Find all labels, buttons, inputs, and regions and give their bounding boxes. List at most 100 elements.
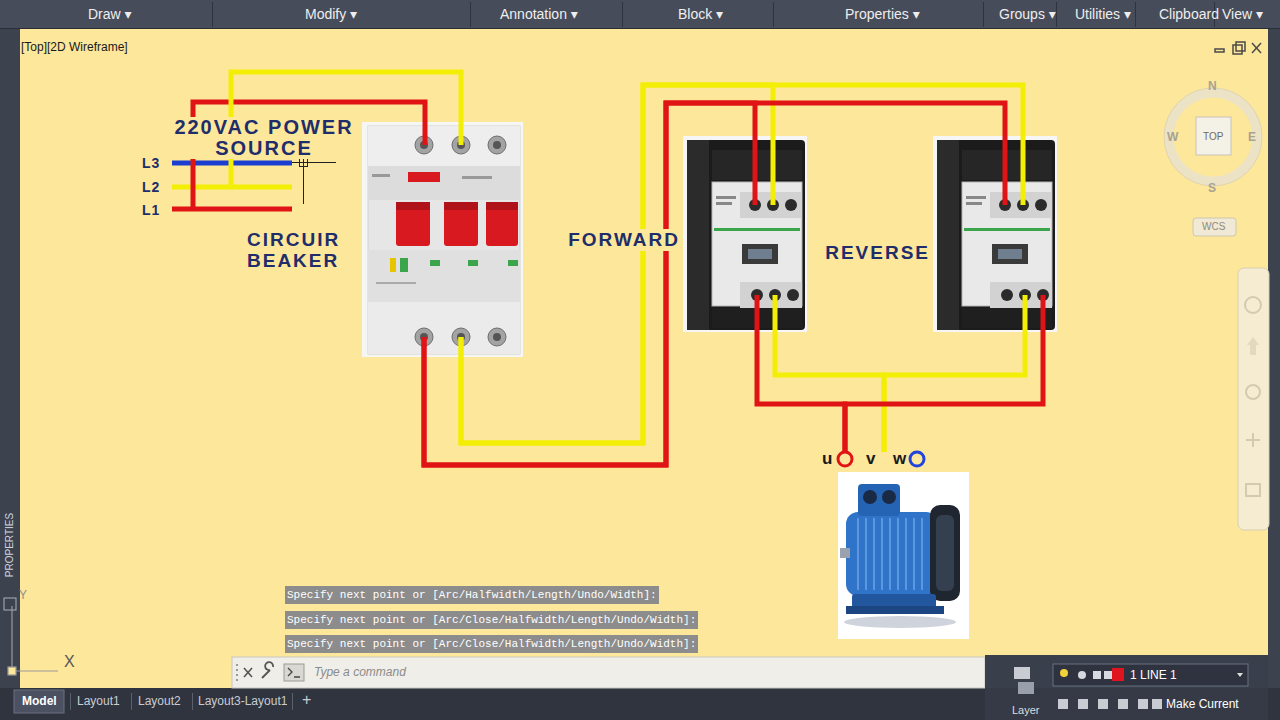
motor-picture xyxy=(936,515,954,591)
motor-picture xyxy=(882,490,896,504)
axis-name: Y xyxy=(19,588,27,602)
circuit-breaker-picture xyxy=(362,122,523,357)
layer-panel xyxy=(1104,671,1112,679)
view-cube xyxy=(1164,88,1262,236)
circuit-breaker-picture xyxy=(508,260,518,266)
command-history: Specify next point or [Arc/Halfwidth/Len… xyxy=(285,586,659,604)
motor-picture xyxy=(865,518,867,590)
motor-picture xyxy=(846,512,938,596)
menu-item: Properties ▾ xyxy=(845,6,920,23)
layer-panel xyxy=(1078,699,1088,709)
layer-panel xyxy=(985,655,1268,720)
model-space xyxy=(20,29,1268,690)
circuit-breaker-picture xyxy=(362,122,523,357)
circuit-breaker-picture xyxy=(444,202,478,246)
layer-panel xyxy=(1112,668,1124,681)
window-controls xyxy=(1236,42,1245,51)
layer-panel xyxy=(1138,699,1148,709)
forward-contactor: FORWARD xyxy=(683,136,807,332)
window-controls xyxy=(1215,42,1261,54)
motor-picture xyxy=(881,518,883,590)
motor-picture xyxy=(905,518,907,590)
view-cube xyxy=(1196,117,1231,155)
side-strip xyxy=(1268,29,1280,690)
navigation-bar xyxy=(1238,268,1269,530)
current-layer: 1 LINE 1 xyxy=(1130,668,1177,683)
layer-panel xyxy=(1152,699,1162,709)
window-controls xyxy=(1252,43,1261,53)
motor-picture xyxy=(838,472,969,639)
menu-separator xyxy=(470,2,471,27)
palette-icon xyxy=(4,598,16,610)
terminal-name: u xyxy=(822,450,832,468)
motor-picture xyxy=(897,518,899,590)
menu-separator xyxy=(1135,2,1136,27)
window-controls xyxy=(1252,43,1261,53)
motor-picture xyxy=(844,616,956,628)
app-chrome xyxy=(0,0,1280,29)
motor-picture xyxy=(863,490,877,504)
motor-picture xyxy=(838,472,969,639)
motor-picture xyxy=(846,606,944,614)
layer-panel xyxy=(1098,699,1108,709)
menu-item: Clipboard xyxy=(1159,6,1219,23)
grip xyxy=(236,679,238,681)
circuit-breaker-picture xyxy=(372,174,390,177)
app-chrome xyxy=(0,28,1280,29)
cursor-crosshair xyxy=(292,162,336,163)
contactor-picture xyxy=(785,199,797,211)
window-controls xyxy=(1233,45,1242,54)
circuit-breaker-picture xyxy=(396,202,430,210)
compass-letter: E xyxy=(1248,130,1256,144)
contactor-picture xyxy=(716,196,736,199)
source-title: 220VAC POWER SOURCE xyxy=(166,117,362,159)
menu-item: Block ▾ xyxy=(678,6,723,23)
wire-connector xyxy=(424,85,1023,465)
wire-connector xyxy=(424,85,773,465)
contactor-picture xyxy=(740,282,802,308)
wrench-icon xyxy=(262,662,273,678)
motor-terminal xyxy=(910,452,924,466)
add-tab: + xyxy=(302,691,311,709)
motor: uvw xyxy=(818,446,970,640)
device-title: FORWARD xyxy=(568,229,680,251)
navigation-bar xyxy=(1252,433,1254,447)
command-history: Specify next point or [Arc/Close/Halfwid… xyxy=(285,635,698,653)
menu-item: View ▾ xyxy=(1222,6,1263,23)
circuit-breaker-picture xyxy=(390,258,396,272)
compass-letter: W xyxy=(1167,130,1178,144)
cursor-crosshair xyxy=(300,159,308,167)
ucs-icon xyxy=(12,606,58,671)
terminal-name: v xyxy=(866,450,875,468)
circuit-breaker-picture xyxy=(368,126,520,354)
circuit-breaker-picture xyxy=(400,258,408,272)
navigation-bar xyxy=(1238,268,1269,530)
contactor-picture xyxy=(933,136,1057,332)
motor-picture xyxy=(913,518,915,590)
layer-panel xyxy=(1060,669,1068,677)
circuit-breaker-picture xyxy=(368,126,520,166)
circuit-breaker: CIRCUIR BEAKER xyxy=(362,122,523,357)
layer-panel xyxy=(1018,682,1034,694)
axis-name: X xyxy=(64,653,75,671)
layer-panel xyxy=(1237,673,1243,677)
panel-button: Make Current xyxy=(1166,697,1239,712)
circuit-breaker-picture xyxy=(488,136,506,154)
grip xyxy=(236,664,238,666)
layer-panel xyxy=(1014,667,1030,679)
circuit-breaker-picture xyxy=(486,202,518,210)
motor-picture xyxy=(852,594,936,608)
wire-connector xyxy=(845,295,1043,452)
view-cube xyxy=(1193,218,1236,236)
circuit-breaker-picture xyxy=(396,202,430,246)
motor-terminal xyxy=(838,452,924,466)
command-history: Specify next point or [Arc/Close/Halfwid… xyxy=(285,611,698,629)
grip xyxy=(236,674,238,676)
menu-item: Groups ▾ xyxy=(999,6,1056,23)
circuit-breaker-picture xyxy=(368,302,520,354)
power-wire xyxy=(424,103,755,465)
view-cube xyxy=(1164,88,1262,186)
